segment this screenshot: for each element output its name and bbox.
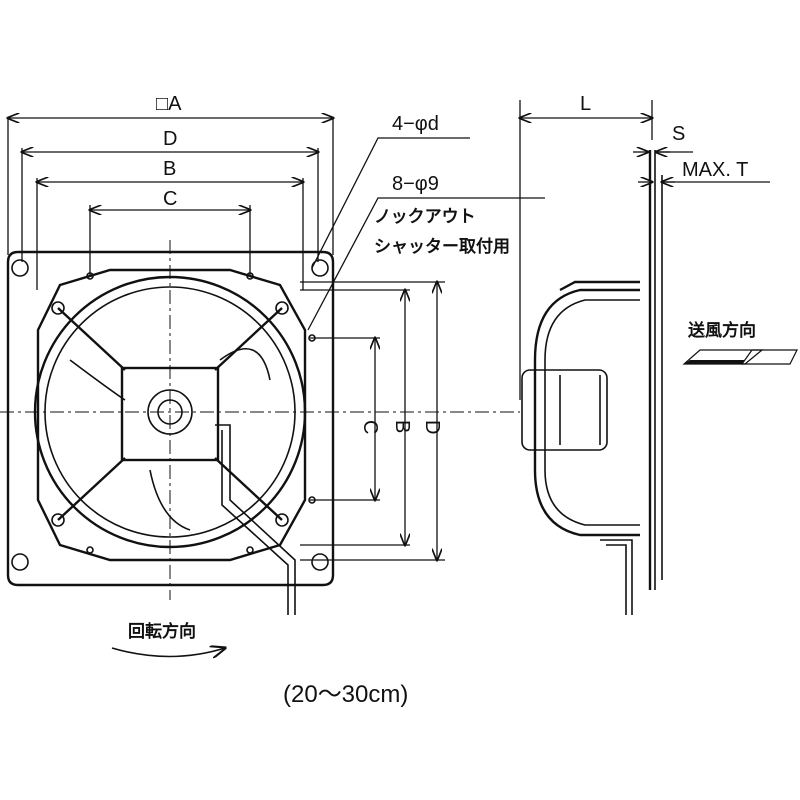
dim-d-vertical-label: D xyxy=(421,420,443,434)
hole-callout-8-phi-9: 8−φ9 xyxy=(392,173,439,195)
dim-c-vertical-label: C xyxy=(359,420,381,434)
fan-side-view xyxy=(520,100,770,615)
rotation-arrow-icon xyxy=(111,648,225,657)
dim-c-label: C xyxy=(163,188,177,210)
fan-front-view xyxy=(0,240,520,615)
dim-max-t-label: MAX. T xyxy=(682,159,748,181)
rotation-direction-label: 回転方向 xyxy=(128,621,196,641)
dim-l-label: L xyxy=(580,93,591,115)
dim-b-label: B xyxy=(163,158,176,180)
front-dimension-lines xyxy=(8,118,545,560)
dim-b-vertical-label: B xyxy=(391,420,413,433)
dim-d-label: D xyxy=(163,128,177,150)
hole-callout-4-phi-d: 4−φd xyxy=(392,113,439,135)
dim-square-a-label: □A xyxy=(156,93,182,115)
shutter-mount-label: シャッター取付用 xyxy=(374,236,510,256)
knockout-label: ノックアウト xyxy=(374,207,476,226)
dim-s-label: S xyxy=(672,123,685,145)
cable-length-label: (20～30cm) xyxy=(283,681,408,708)
airflow-arrow-icon xyxy=(682,349,798,365)
airflow-direction-label: 送風方向 xyxy=(688,320,756,340)
